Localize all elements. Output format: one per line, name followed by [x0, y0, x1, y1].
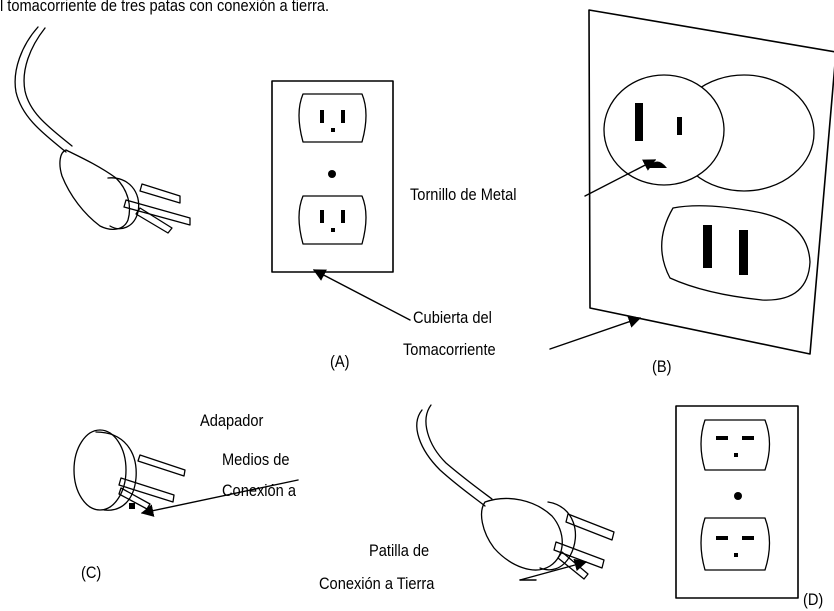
label-adapter-line3: Conexión a	[222, 481, 296, 500]
duplex-outlet-a	[271, 80, 394, 273]
outlet-a-center-screw	[328, 170, 336, 178]
arrow-adapter-ground	[140, 479, 299, 517]
adapter-body	[73, 429, 127, 511]
label-ground-line2: Conexión a Tierra	[319, 574, 435, 593]
adapter-ring	[95, 431, 137, 511]
label-figure-a: (A)	[330, 352, 350, 371]
plug-prong-3	[135, 207, 173, 234]
plug2-prong-1	[565, 513, 615, 541]
outlet-d-top-slot-right	[742, 436, 754, 440]
outlet-a-bottom-slot-right	[341, 210, 345, 223]
adapter-c	[73, 429, 186, 511]
outlet-d-center-screw	[734, 492, 742, 500]
outlet-a-top-ground-hole	[331, 128, 335, 132]
adapter-ground-tab	[129, 503, 135, 509]
adapter-prong-1	[137, 454, 186, 477]
outlet-b-wall-plate	[588, 9, 834, 355]
outlet-d-bottom-slot-right	[742, 536, 754, 540]
plug-prong-1	[139, 183, 181, 204]
plug-body	[59, 149, 131, 231]
adapter-prong-2	[118, 477, 175, 503]
outlet-a-bottom-slot-left	[320, 210, 324, 223]
outlet-b-bottom-slot-left	[703, 225, 712, 268]
label-ground-line1: Patilla de	[369, 541, 430, 560]
arrow-cover-a	[312, 269, 411, 321]
plug-base-ring	[107, 177, 140, 230]
plug2-body	[480, 497, 563, 571]
label-adapter-line1: Adapador	[200, 411, 264, 430]
outlet-b-bottom-slot-right	[739, 230, 748, 275]
plug2-cord	[416, 404, 493, 507]
outlet-d-bottom-receptacle	[700, 517, 771, 571]
label-figure-d: (D)	[803, 590, 824, 609]
header-caption: l tomacorriente de tres patas con conexi…	[0, 0, 330, 15]
outlet-d-bottom-ground-hole	[734, 553, 738, 557]
arrow-metal-screw	[584, 159, 657, 197]
label-metal-screw: Tornillo de Metal	[410, 185, 517, 204]
outlet-b-top-slot-right	[677, 117, 682, 135]
plug2-prong-2	[553, 541, 605, 569]
outlet-a-top-slot-left	[320, 110, 324, 123]
outlet-b-top-receptacle-face	[603, 74, 725, 186]
outlet-d-top-slot-left	[716, 436, 728, 440]
outlet-d-top-receptacle	[700, 419, 771, 471]
label-cover-line1: Cubierta del	[413, 308, 492, 327]
plug-cord	[14, 26, 73, 153]
outlet-a-top-slot-right	[341, 110, 345, 123]
arrow-ground-pin	[519, 558, 588, 581]
outlet-a-cover-plate	[271, 80, 394, 273]
label-adapter-line2: Medios de	[222, 450, 290, 469]
outlet-d-cover-plate	[675, 405, 799, 599]
outlet-a-bottom-ground-hole	[331, 228, 335, 232]
outlet-a-bottom-receptacle	[298, 195, 367, 245]
outlet-a-top-receptacle	[298, 93, 367, 143]
outlet-b-top-slot-left	[635, 103, 643, 141]
three-prong-plug-bottom	[416, 404, 615, 580]
plug-prong-2	[123, 199, 191, 226]
outlet-d-top-ground-hole	[734, 453, 738, 457]
three-prong-plug-top-left	[14, 26, 191, 234]
arrow-cover-b	[549, 315, 642, 350]
label-figure-b: (B)	[652, 357, 672, 376]
outlet-d-bottom-slot-left	[716, 536, 728, 540]
duplex-outlet-d	[675, 405, 799, 599]
label-figure-c: (C)	[81, 563, 102, 582]
label-cover-line2: Tomacorriente	[403, 340, 496, 359]
outlet-perspective-b	[588, 9, 834, 355]
outlet-b-bottom-receptacle	[661, 205, 811, 301]
